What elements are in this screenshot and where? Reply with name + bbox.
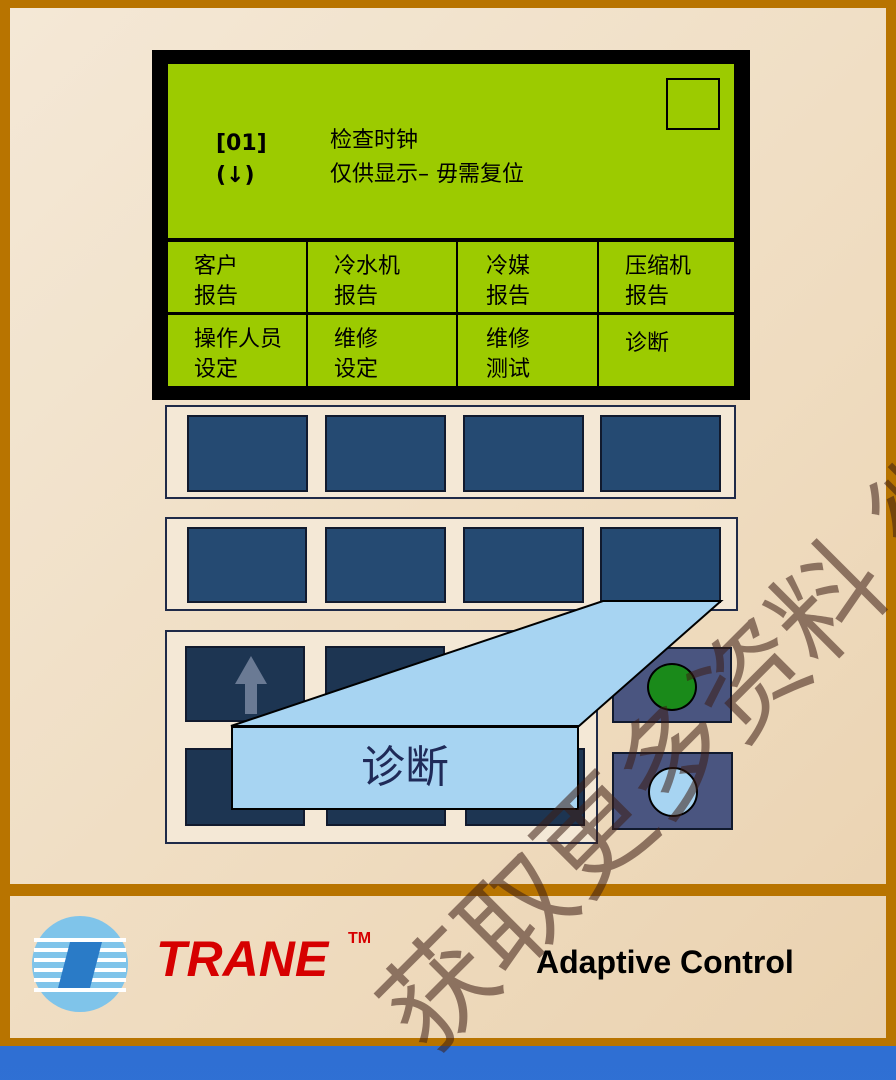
softkey-4[interactable]: [600, 415, 721, 492]
nav-key-2[interactable]: [325, 646, 445, 722]
softkey-3[interactable]: [463, 415, 584, 492]
lcd-code-number: [01]: [216, 131, 267, 156]
trademark: TM: [348, 930, 372, 947]
menu-customer-report[interactable]: 客户报告: [168, 242, 306, 312]
lcd-message-line2: 仅供显示– 毋需复位: [330, 162, 524, 187]
lcd-scroll-arrow: (↓): [216, 163, 255, 188]
nav-key-3[interactable]: [465, 646, 585, 722]
softkey-8-diagnostics[interactable]: [600, 527, 721, 603]
menu-compressor-report[interactable]: 压缩机报告: [599, 242, 734, 312]
lcd-message: 检查时钟 仅供显示– 毋需复位: [330, 124, 524, 192]
softkey-6[interactable]: [325, 527, 446, 603]
white-led-icon: [648, 767, 698, 817]
callout-label: 诊断: [231, 726, 579, 810]
up-arrow-key[interactable]: [185, 646, 305, 722]
up-arrow-icon: [235, 656, 267, 714]
lcd-code: [01] (↓): [216, 128, 267, 192]
tagline: Adaptive Control: [536, 944, 794, 980]
menu-service-tests[interactable]: 维修测试: [458, 315, 597, 386]
softkey-1[interactable]: [187, 415, 308, 492]
menu-operator-settings[interactable]: 操作人员设定: [168, 315, 306, 386]
softkey-5[interactable]: [187, 527, 307, 603]
menu-service-settings[interactable]: 维修设定: [308, 315, 456, 386]
softkey-7[interactable]: [463, 527, 584, 603]
menu-chiller-report[interactable]: 冷水机报告: [308, 242, 456, 312]
softkey-2[interactable]: [325, 415, 446, 492]
lcd-display: [168, 64, 734, 238]
footer-divider: [0, 884, 896, 896]
lcd-indicator-box: [666, 78, 720, 130]
menu-refrigerant-report[interactable]: 冷媒报告: [458, 242, 597, 312]
brand-name: TRANE: [156, 931, 329, 987]
lcd-message-line1: 检查时钟: [330, 128, 419, 153]
menu-diagnostics[interactable]: 诊断: [599, 315, 734, 386]
trane-logo-icon: [32, 916, 128, 1012]
